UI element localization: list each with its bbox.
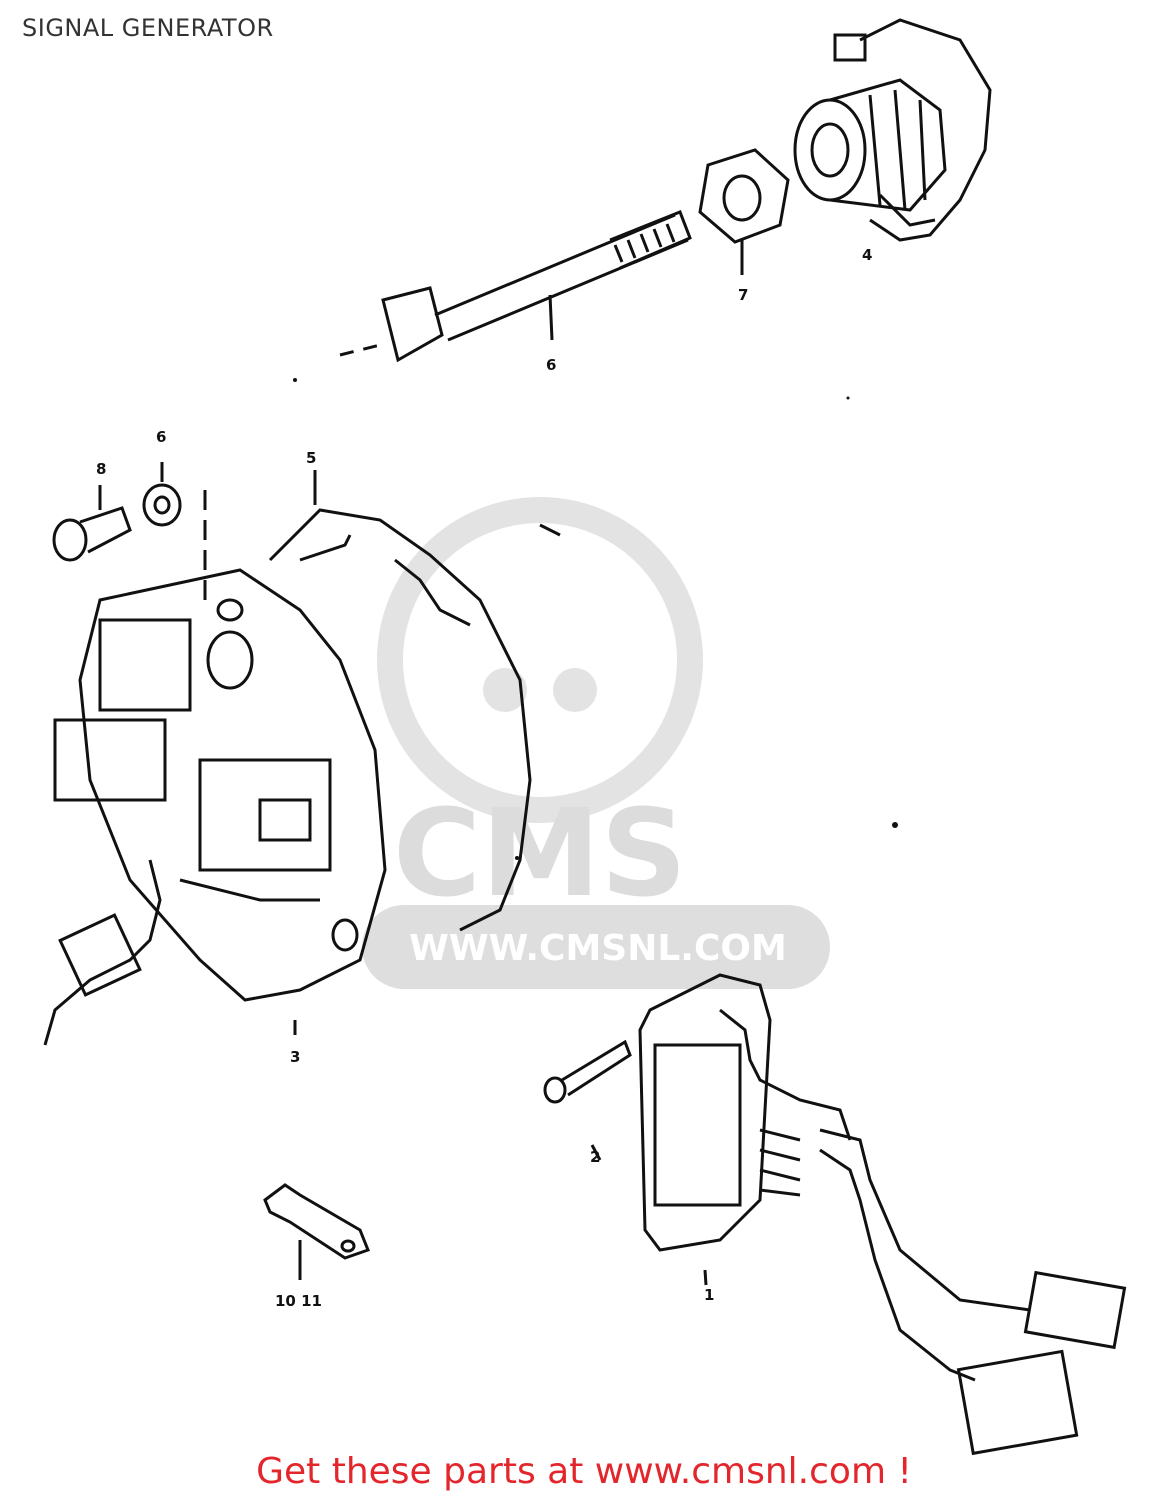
part-8-screw [52, 485, 132, 562]
watermark-url: WWW.CMSNL.COM [409, 928, 787, 969]
watermark-brand: CMS [393, 785, 687, 924]
part-9-washer [142, 462, 182, 527]
watermark-url-bar [362, 905, 830, 989]
part-1-regulator [638, 973, 1127, 1456]
part-2-screw [543, 1039, 632, 1161]
footer-promo-link[interactable]: Get these parts at www.cmsnl.com ! [256, 1451, 912, 1492]
callout-8: 8 [96, 460, 106, 478]
callout-4: 4 [862, 246, 872, 264]
callout-3: 3 [290, 1048, 300, 1066]
callout-6: 6 [546, 356, 556, 374]
watermark-mascot-eye-left [483, 668, 527, 712]
callout-6b: 6 [156, 428, 166, 446]
callout-5: 5 [306, 449, 316, 467]
part-6-bolt [339, 210, 692, 363]
part-10-11-clamp [263, 1183, 370, 1280]
part-7-nut [698, 148, 790, 275]
watermark-mascot-eye-right [553, 668, 597, 712]
callout-2: 2 [590, 1148, 600, 1166]
part-3-generator-plate [43, 490, 387, 1046]
page-title: SIGNAL GENERATOR [22, 14, 274, 42]
callout-10-11: 10 11 [275, 1292, 322, 1310]
cms-watermark: CMS WWW.CMSNL.COM [362, 497, 830, 989]
callout-1: 1 [704, 1286, 714, 1304]
callout-7: 7 [738, 286, 748, 304]
scan-specks [293, 378, 898, 860]
part-5-cover [268, 470, 561, 932]
watermark-mascot-head [377, 497, 703, 823]
part-4-signal-rotor [793, 18, 992, 242]
